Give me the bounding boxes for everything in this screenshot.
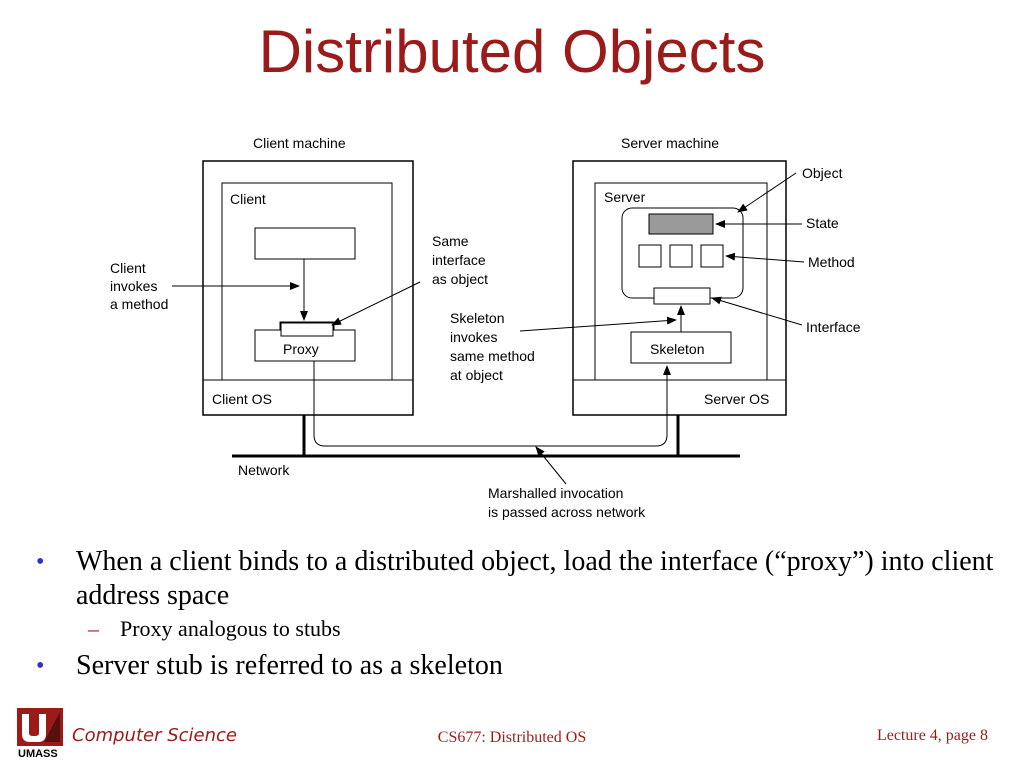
bullet-dot-icon: •	[36, 549, 45, 575]
proxy-label: Proxy	[283, 341, 319, 357]
object-interface-box	[653, 287, 711, 305]
same-interface-label: Same interface as object	[432, 233, 490, 287]
client-invokes-label: Client invokes a method	[110, 260, 168, 312]
marshalled-invocation-label: Marshalled invocation is passed across n…	[488, 485, 646, 520]
object-pointer	[737, 172, 797, 213]
server-os-label: Server OS	[704, 391, 769, 407]
footer-department: Computer Science	[72, 725, 237, 746]
umass-logo: UMASS	[17, 708, 63, 760]
slide-title: Distributed Objects	[258, 18, 766, 85]
state-annotation: State	[806, 215, 839, 231]
server-label: Server	[604, 189, 646, 205]
interface-annotation: Interface	[806, 319, 861, 335]
sub-bullet-text: Proxy analogous to stubs	[120, 616, 341, 641]
sub-bullet-item: –Proxy analogous to stubs	[36, 615, 996, 643]
bullet-dot-icon: •	[36, 653, 45, 679]
method-pointer	[725, 252, 805, 263]
server-machine-label: Server machine	[621, 135, 719, 151]
client-os-label: Client OS	[212, 391, 272, 407]
client-machine-label: Client machine	[253, 135, 346, 151]
bullet-list: • When a client binds to a distributed ob…	[36, 545, 996, 685]
object-annotation: Object	[802, 165, 843, 181]
bullet-item: • Server stub is referred to as a skeleto…	[36, 649, 996, 683]
state-box	[648, 213, 714, 235]
method-box-1	[638, 244, 662, 268]
skeleton-invokes-pointer	[519, 316, 677, 332]
same-interface-pointer	[331, 281, 421, 326]
distributed-objects-diagram: Client machine Client Proxy Client OS Se…	[110, 135, 861, 520]
marshalled-invocation-path	[313, 361, 671, 447]
client-machine-box	[202, 160, 414, 416]
network-label: Network	[238, 462, 290, 478]
method-annotation: Method	[808, 254, 855, 270]
skeleton-invokes-label: Skeleton invokes same method at object	[450, 310, 539, 383]
dash-icon: –	[88, 616, 99, 641]
marshalled-pointer	[535, 446, 567, 485]
footer-page-number: Lecture 4, page 8	[876, 727, 988, 744]
footer-course: CS677: Distributed OS	[437, 729, 587, 746]
skeleton-label: Skeleton	[650, 341, 704, 357]
method-box-3	[700, 244, 724, 268]
bullet-text: When a client binds to a distributed obj…	[76, 546, 994, 611]
client-code-box	[254, 227, 356, 260]
method-box-2	[669, 244, 693, 268]
bullet-text: Server stub is referred to as a skeleton	[76, 650, 503, 681]
bullet-item: • When a client binds to a distributed ob…	[36, 545, 996, 613]
interface-pointer	[711, 296, 803, 326]
svg-text:UMASS: UMASS	[18, 748, 58, 760]
client-label: Client	[230, 191, 266, 207]
